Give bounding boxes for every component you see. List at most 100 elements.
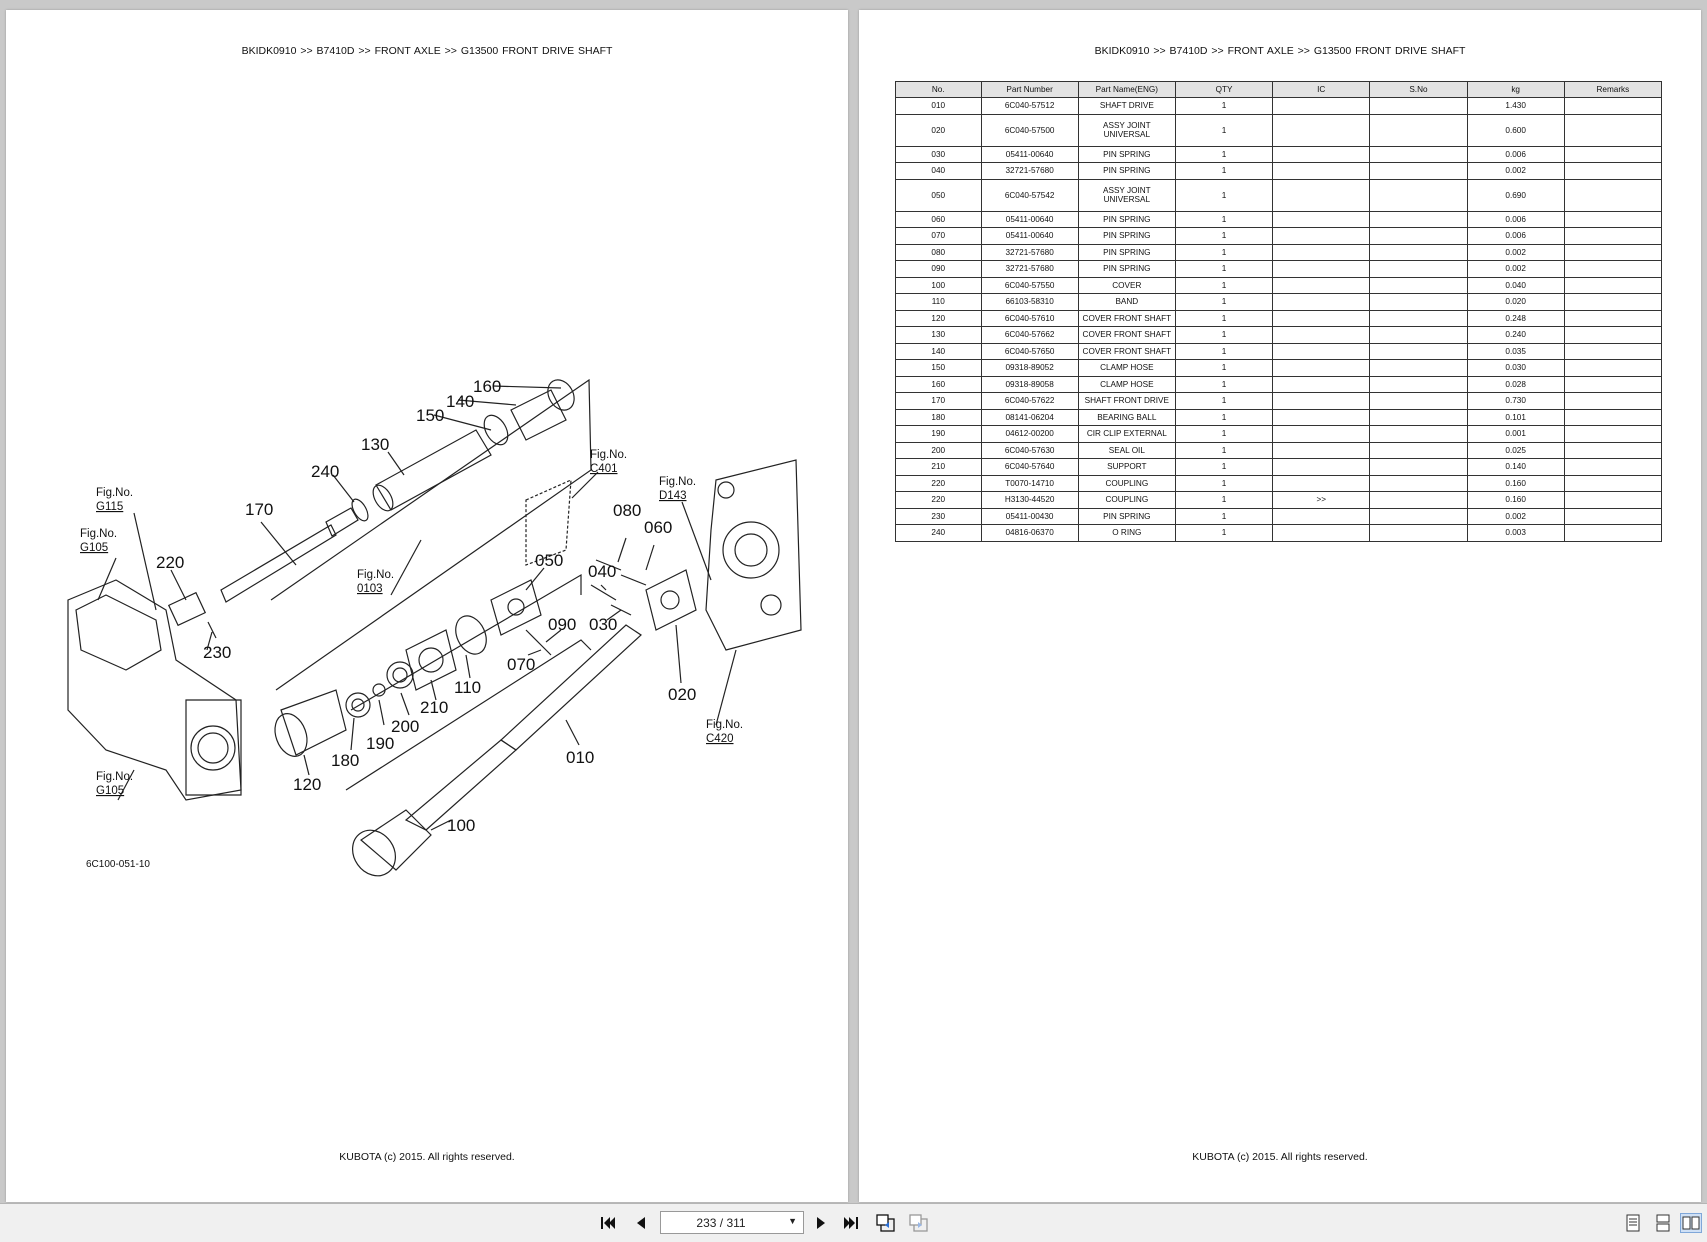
table-cell bbox=[1563, 210, 1663, 228]
fig-ref-label: Fig.No. bbox=[96, 487, 133, 499]
fig-ref-label: Fig.No. bbox=[357, 569, 394, 581]
table-cell: 04612-00200 bbox=[980, 425, 1079, 443]
go-back-view-button[interactable] bbox=[875, 1213, 897, 1233]
table-cell: 0.025 bbox=[1466, 441, 1565, 459]
callout-230: 230 bbox=[203, 643, 231, 662]
callout-130: 130 bbox=[361, 435, 389, 454]
fig-ref-c401: C401 bbox=[590, 463, 618, 475]
table-cell: 04816-06370 bbox=[980, 524, 1079, 542]
table-cell bbox=[1563, 113, 1663, 147]
fig-ref-label: Fig.No. bbox=[659, 476, 696, 488]
table-cell bbox=[1272, 441, 1371, 459]
table-cell: 05411-00640 bbox=[980, 210, 1079, 228]
table-cell bbox=[1563, 342, 1663, 360]
table-cell: ASSY JOINT UNIVERSAL bbox=[1077, 113, 1176, 147]
table-cell: COVER FRONT SHAFT bbox=[1077, 326, 1176, 344]
table-cell: O RING bbox=[1077, 524, 1176, 542]
table-cell bbox=[1369, 210, 1468, 228]
table-cell: 05411-00640 bbox=[980, 227, 1079, 245]
callout-240: 240 bbox=[311, 462, 339, 481]
table-cell: 0.006 bbox=[1466, 210, 1565, 228]
table-cell bbox=[1563, 326, 1663, 344]
table-cell: 6C040-57662 bbox=[980, 326, 1079, 344]
table-cell: 1 bbox=[1174, 260, 1274, 278]
table-cell: 32721-57680 bbox=[980, 243, 1079, 261]
table-cell: 1 bbox=[1174, 97, 1274, 115]
table-cell: BAND bbox=[1077, 293, 1176, 311]
callout-180: 180 bbox=[331, 751, 359, 770]
page-header: BKIDK0910 >> B7410D >> FRONT AXLE >> G13… bbox=[241, 45, 613, 57]
col-ic: IC bbox=[1272, 81, 1371, 98]
go-forward-view-button[interactable] bbox=[908, 1213, 930, 1233]
table-cell bbox=[1369, 408, 1468, 426]
prev-page-button[interactable] bbox=[630, 1213, 652, 1233]
table-cell: 0.002 bbox=[1466, 162, 1565, 180]
table-cell: 0.600 bbox=[1466, 113, 1565, 147]
col-no: No. bbox=[895, 81, 982, 98]
table-cell bbox=[1369, 441, 1468, 459]
callout-080: 080 bbox=[613, 501, 641, 520]
last-page-button[interactable] bbox=[840, 1213, 862, 1233]
table-cell bbox=[1369, 145, 1468, 163]
table-cell: COUPLING bbox=[1077, 491, 1176, 509]
table-cell: SUPPORT bbox=[1077, 458, 1176, 476]
table-cell: 0.002 bbox=[1466, 243, 1565, 261]
table-cell: 1 bbox=[1174, 178, 1274, 212]
table-cell: 66103-58310 bbox=[980, 293, 1079, 311]
table-cell: 070 bbox=[895, 227, 982, 245]
table-cell bbox=[1272, 113, 1371, 147]
first-page-button[interactable] bbox=[597, 1213, 619, 1233]
table-cell: 180 bbox=[895, 408, 982, 426]
continuous-view-button[interactable] bbox=[1652, 1213, 1674, 1233]
table-cell bbox=[1369, 97, 1468, 115]
table-cell: 040 bbox=[895, 162, 982, 180]
table-cell: PIN SPRING bbox=[1077, 507, 1176, 525]
table-cell bbox=[1272, 210, 1371, 228]
table-cell bbox=[1369, 309, 1468, 327]
page-header: BKIDK0910 >> B7410D >> FRONT AXLE >> G13… bbox=[1094, 45, 1466, 57]
next-page-button[interactable] bbox=[810, 1213, 832, 1233]
single-page-view-button[interactable] bbox=[1622, 1213, 1644, 1233]
table-cell: 1 bbox=[1174, 507, 1274, 525]
chevron-down-icon[interactable]: ▼ bbox=[788, 1216, 797, 1226]
table-cell: 120 bbox=[895, 309, 982, 327]
go-forward-view-icon bbox=[909, 1214, 928, 1232]
document-viewer[interactable]: BKIDK0910 >> B7410D >> FRONT AXLE >> G13… bbox=[0, 0, 1707, 1203]
table-cell bbox=[1369, 276, 1468, 294]
table-cell: 090 bbox=[895, 260, 982, 278]
fig-ref-0103: 0103 bbox=[357, 583, 383, 595]
table-cell: 0.002 bbox=[1466, 507, 1565, 525]
table-cell: 6C040-57610 bbox=[980, 309, 1079, 327]
page-number-field[interactable]: 233 / 311 ▼ bbox=[660, 1211, 804, 1234]
single-page-view-icon bbox=[1626, 1214, 1640, 1232]
table-cell bbox=[1272, 359, 1371, 377]
table-cell bbox=[1272, 458, 1371, 476]
table-cell: 050 bbox=[895, 178, 982, 212]
table-cell: 060 bbox=[895, 210, 982, 228]
table-cell bbox=[1369, 507, 1468, 525]
table-cell bbox=[1369, 178, 1468, 212]
parts-list-page: BKIDK0910 >> B7410D >> FRONT AXLE >> G13… bbox=[859, 10, 1701, 1202]
table-cell: 1 bbox=[1174, 227, 1274, 245]
table-cell: 240 bbox=[895, 524, 982, 542]
table-cell: PIN SPRING bbox=[1077, 210, 1176, 228]
page-footer: KUBOTA (c) 2015. All rights reserved. bbox=[339, 1151, 515, 1163]
facing-view-button[interactable] bbox=[1680, 1213, 1702, 1233]
table-cell bbox=[1272, 260, 1371, 278]
table-cell: 1 bbox=[1174, 293, 1274, 311]
table-cell: 160 bbox=[895, 375, 982, 393]
go-back-view-icon bbox=[876, 1214, 895, 1232]
table-cell: 09318-89058 bbox=[980, 375, 1079, 393]
table-cell: 6C040-57542 bbox=[980, 178, 1079, 212]
table-cell: 210 bbox=[895, 458, 982, 476]
table-cell: PIN SPRING bbox=[1077, 243, 1176, 261]
